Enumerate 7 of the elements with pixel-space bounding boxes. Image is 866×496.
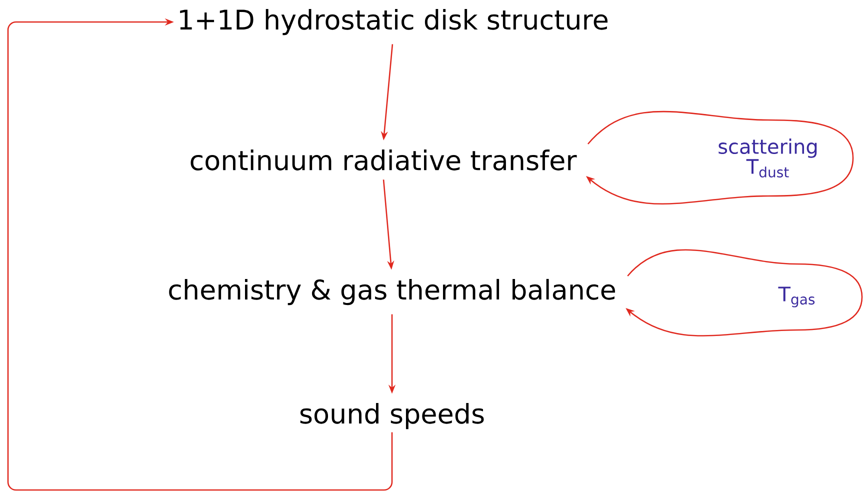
step-text: continuum radiative transfer (190, 150, 577, 170)
step-text: 1+1D hydrostatic disk structure (180, 8, 608, 36)
edge-label: T$_{gas}$ (778, 286, 815, 308)
step-text: sound speeds (300, 402, 484, 430)
step-text: chemistry & gas thermal balance (169, 278, 616, 306)
feedback-arrow (7, 18, 393, 491)
edge-label: scattering T$_{dust}$ (718, 138, 817, 178)
